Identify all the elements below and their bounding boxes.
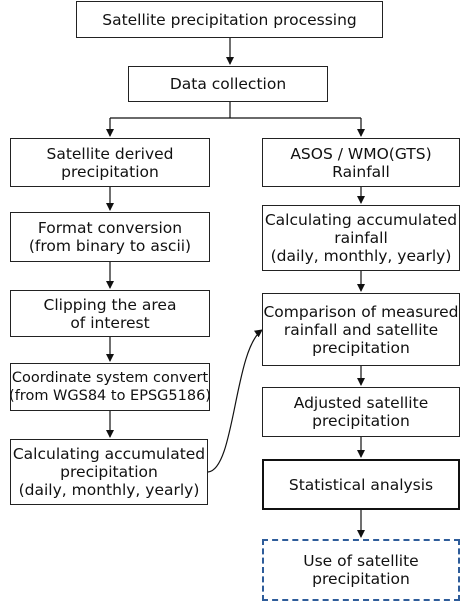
box-text-line: Satellite precipitation processing xyxy=(102,10,357,29)
box-text-line: Adjusted satellite xyxy=(293,394,429,412)
box-calculating-accumulated-rainfall: Calculating accumulated rainfall (daily,… xyxy=(262,205,460,271)
box-text-line: (daily, monthly, yearly) xyxy=(18,481,200,499)
box-text-line: (from binary to ascii) xyxy=(28,237,192,255)
box-data-collection: Data collection xyxy=(128,66,328,102)
box-text-line: ASOS / WMO(GTS) xyxy=(290,144,432,163)
box-text-line: precipitation xyxy=(312,570,410,588)
arrow-calc-to-comparison xyxy=(207,329,263,473)
box-text-line: Use of satellite xyxy=(303,552,419,570)
box-text-line: precipitation xyxy=(60,463,158,481)
box-format-conversion: Format conversion (from binary to ascii) xyxy=(10,212,210,262)
box-clipping-area-of-interest: Clipping the area of interest xyxy=(10,290,210,337)
box-text-line: rainfall and satellite xyxy=(283,320,439,339)
box-text-line: precipitation xyxy=(312,338,410,357)
box-text-line: Rainfall xyxy=(332,162,390,181)
box-text-line: Comparison of measured xyxy=(263,302,459,321)
box-text-line: Statistical analysis xyxy=(288,475,434,494)
box-satellite-precipitation-processing: Satellite precipitation processing xyxy=(76,1,383,38)
box-use-of-satellite-precipitation: Use of satellite precipitation xyxy=(262,539,460,601)
box-adjusted-satellite-precipitation: Adjusted satellite precipitation xyxy=(262,387,460,437)
box-text-line: Format conversion xyxy=(37,219,183,237)
box-satellite-derived-precipitation: Satellite derived precipitation xyxy=(10,138,210,187)
box-text-line: precipitation xyxy=(61,162,159,181)
box-text-line: (daily, monthly, yearly) xyxy=(270,247,452,265)
box-text-line: rainfall xyxy=(334,229,388,247)
box-comparison-measured-satellite: Comparison of measured rainfall and sate… xyxy=(262,293,460,366)
box-text-line: of interest xyxy=(70,313,150,332)
box-text-line: Calculating accumulated xyxy=(12,445,206,463)
box-text-line: Calculating accumulated xyxy=(264,211,458,229)
box-text-line: Coordinate system convert xyxy=(11,370,209,386)
box-text-line: Data collection xyxy=(169,75,287,93)
box-coordinate-system-convert: Coordinate system convert (from WGS84 to… xyxy=(9,363,211,411)
box-text-line: Clipping the area xyxy=(43,295,177,314)
box-asos-wmo-rainfall: ASOS / WMO(GTS) Rainfall xyxy=(262,138,460,187)
box-text-line: (from WGS84 to EPSG5186) xyxy=(9,388,211,404)
box-calculating-accumulated-precipitation: Calculating accumulated precipitation (d… xyxy=(10,439,208,505)
box-text-line: precipitation xyxy=(312,412,410,430)
box-text-line: Satellite derived xyxy=(46,144,174,163)
box-statistical-analysis: Statistical analysis xyxy=(262,459,460,510)
